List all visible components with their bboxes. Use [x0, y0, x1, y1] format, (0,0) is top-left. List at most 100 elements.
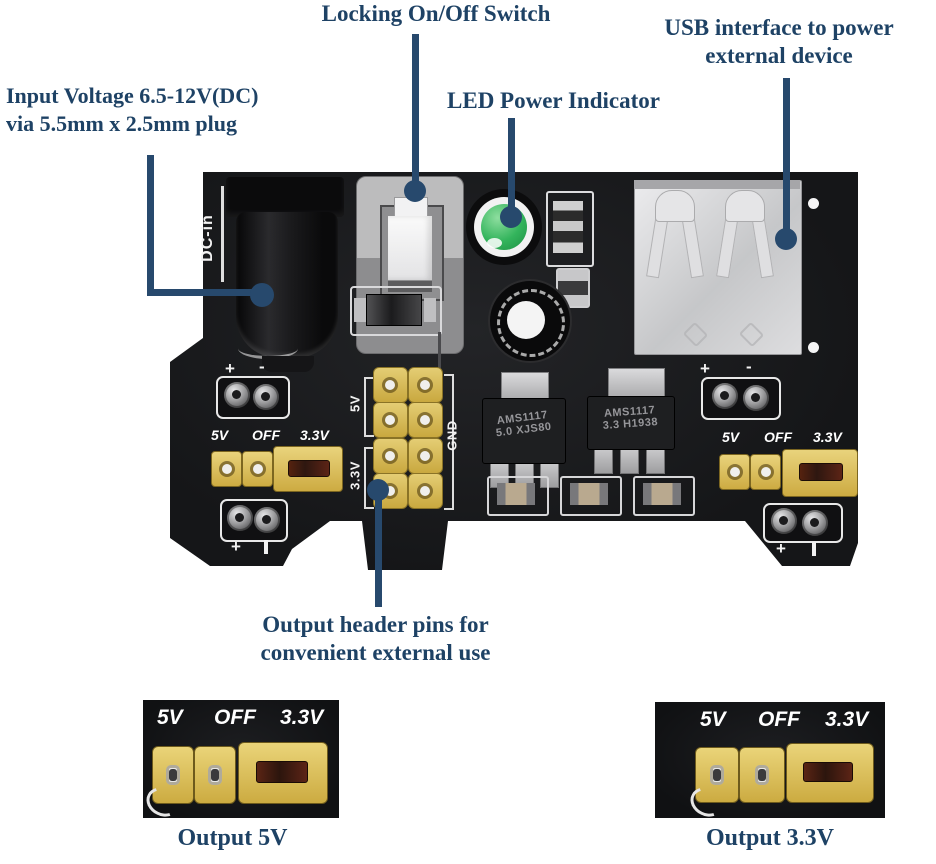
usb-contact-spring — [716, 190, 774, 286]
polarity-plus: + — [225, 359, 235, 378]
output-header-cell — [408, 402, 443, 438]
regulator-leg — [646, 446, 665, 474]
caption-output-5v: Output 5V — [177, 825, 288, 851]
leader-line-input-horizontal — [147, 289, 263, 296]
diode-pad — [354, 298, 366, 322]
polarity-minus-vertical — [264, 540, 268, 554]
dc-barrel-jack — [236, 212, 338, 358]
smd-capacitor — [560, 476, 622, 516]
silk-5v: 5V — [211, 427, 229, 443]
output-header-cell — [373, 438, 408, 474]
inset-jumper-pin — [739, 747, 785, 803]
usb-contact-spring — [646, 190, 704, 286]
regulator-3v3 — [587, 396, 675, 450]
inset-jumper-pin — [152, 746, 194, 804]
caption-output-3v3: Output 3.3V — [705, 825, 835, 851]
header-pin — [712, 383, 738, 409]
dc-barrel-jack-foot — [262, 356, 314, 372]
silk-header-gnd: GND — [444, 420, 460, 451]
inset-jumper-pin — [695, 747, 739, 803]
smd-capacitor — [633, 476, 695, 516]
usb-port-edge — [634, 180, 800, 189]
silk-dc-in: DC-in — [199, 214, 216, 262]
silk-3v3: 3.3V — [300, 427, 329, 443]
header-pin — [743, 385, 769, 411]
inset-silk-3v3: 3.3V — [825, 708, 869, 731]
header-pin — [227, 505, 253, 531]
regulator-tab — [608, 368, 665, 400]
output-header-cell — [373, 367, 408, 403]
mounting-hole — [808, 342, 819, 353]
silk-bracket — [364, 377, 374, 437]
inset-silk-3v3: 3.3V — [280, 706, 324, 729]
smd-resistor-outline — [546, 191, 594, 267]
header-pin — [802, 510, 828, 536]
label-locking-switch: Locking On/Off Switch — [321, 1, 551, 26]
jumper-cap-slot — [288, 460, 330, 477]
led-glint — [487, 238, 502, 248]
regulator-5v — [482, 398, 566, 464]
silk-header-5v: 5V — [347, 395, 363, 412]
polarity-plus: + — [231, 537, 241, 556]
polarity-minus: - — [746, 357, 752, 376]
header-pin — [253, 384, 279, 410]
diode-outline — [350, 286, 442, 336]
leader-line-input-vertical — [147, 155, 154, 296]
diode — [366, 294, 422, 326]
output-header-cell — [408, 438, 443, 474]
label-usb-interface: USB interface to power external device — [664, 15, 894, 68]
leader-line-usb — [783, 78, 790, 234]
leader-line-switch — [412, 34, 419, 186]
jumper-pin-off — [750, 454, 781, 490]
inset-silk-off: OFF — [214, 706, 256, 729]
silk-bracket — [364, 447, 374, 509]
silk-line — [221, 186, 224, 282]
jumper-cap-slot — [799, 463, 843, 481]
inset-silk-5v: 5V — [157, 706, 183, 729]
dc-barrel-jack-flange — [226, 177, 344, 217]
inset-silk-5v: 5V — [700, 708, 726, 731]
regulator-leg — [620, 446, 639, 474]
leader-dot-input — [250, 283, 274, 307]
jumper-pin-5v — [719, 454, 750, 490]
silk-off: OFF — [764, 429, 792, 445]
silk-3v3: 3.3V — [813, 429, 842, 445]
leader-line-led — [508, 118, 515, 214]
pcb-trace — [438, 332, 441, 378]
header-pin — [254, 507, 280, 533]
leader-line-output-pins — [375, 489, 382, 607]
inset-jumper-cap-slot — [803, 762, 853, 782]
silk-off: OFF — [252, 427, 280, 443]
label-output-header-pins: Output header pins for convenient extern… — [260, 612, 491, 665]
leader-dot-switch — [404, 180, 426, 202]
regulator-leg — [594, 446, 613, 474]
jumper-pin-off — [242, 451, 273, 487]
diode-pad — [424, 298, 436, 322]
leader-dot-usb — [775, 228, 797, 250]
silk-bracket — [444, 374, 454, 510]
polarity-plus: + — [776, 539, 786, 558]
output-header-cell — [408, 473, 443, 509]
polarity-minus-vertical — [812, 542, 816, 556]
capacitor-markings — [497, 289, 565, 357]
jumper-pin-5v — [211, 451, 242, 487]
silk-5v: 5V — [722, 429, 740, 445]
jumper-cap-left — [273, 446, 343, 492]
label-input-voltage: Input Voltage 6.5-12V(DC) via 5.5mm x 2.… — [6, 83, 259, 136]
output-header-cell — [373, 402, 408, 438]
polarity-minus: - — [259, 357, 265, 376]
power-switch-plunger — [388, 216, 432, 280]
smd-resistor — [553, 201, 583, 253]
capacitor-center — [507, 301, 545, 339]
output-header-cell — [408, 367, 443, 403]
leader-dot-led — [500, 206, 522, 228]
header-pin — [224, 382, 250, 408]
inset-jumper-cap-slot — [256, 761, 308, 783]
inset-jumper-pin — [194, 746, 236, 804]
mounting-hole — [808, 198, 819, 209]
silk-header-3v3: 3.3V — [347, 461, 363, 490]
smd-capacitor — [487, 476, 549, 516]
inset-silk-off: OFF — [758, 708, 800, 731]
header-pin — [771, 508, 797, 534]
